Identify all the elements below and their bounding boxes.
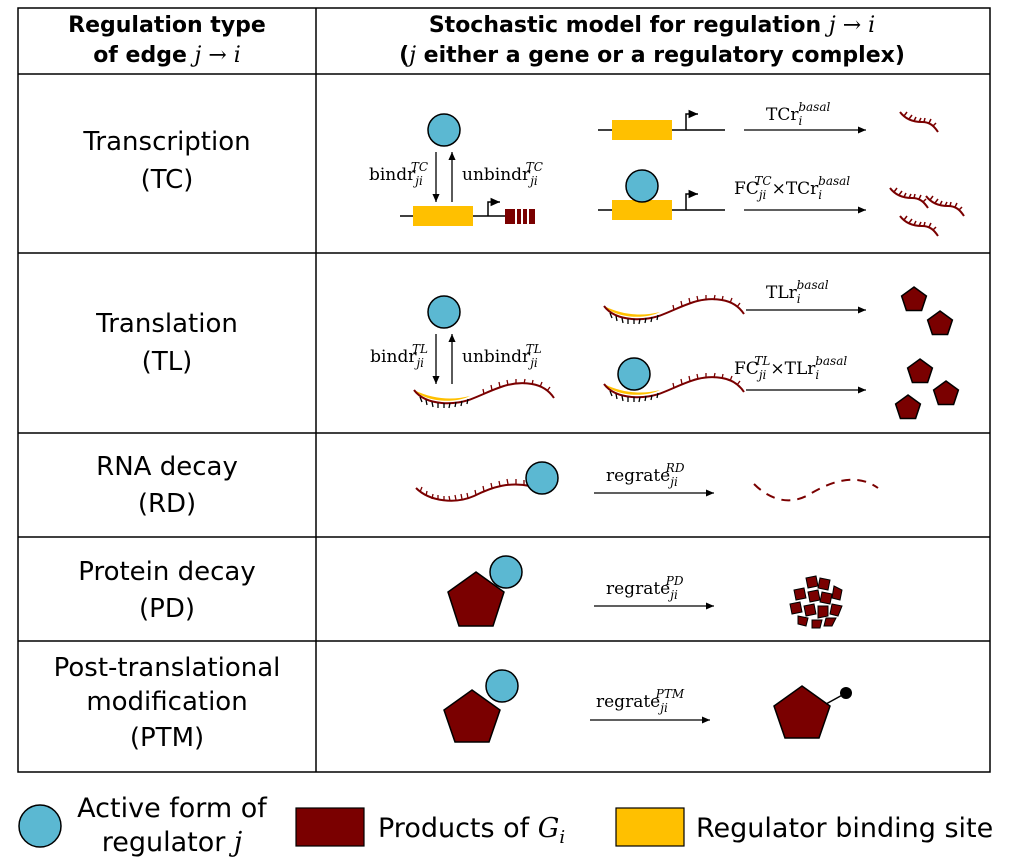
protein-icon <box>926 310 954 336</box>
rate-tc-fc: FCjiTC×TCribasal <box>734 174 850 202</box>
gene-bound-icon <box>598 189 725 220</box>
header-col1-line1: Regulation type <box>68 13 266 38</box>
row-translation: Translation (TL) bindrjiTL unbindrjiTL T… <box>95 278 960 420</box>
modified-protein-icon <box>773 685 852 739</box>
mrna-icon <box>899 111 939 133</box>
rate-tc-basal: TCribasal <box>766 100 830 128</box>
protein-icon <box>443 689 501 743</box>
row-tl-abbr: (TL) <box>142 347 193 377</box>
legend-binding-site-swatch <box>615 807 685 847</box>
row-tl-name: Translation <box>95 309 238 339</box>
legend-regulator-icon <box>18 804 62 848</box>
regulator-icon <box>489 555 523 589</box>
table-header: Regulation type of edge j → i Stochastic… <box>68 13 905 68</box>
rate-bind-tc: bindrjiTC <box>369 160 428 188</box>
regulator-icon <box>427 295 461 329</box>
legend-products-swatch <box>295 807 365 847</box>
header-col2-prefix: Stochastic model for regulation <box>429 13 829 38</box>
mrna-binding-site-icon <box>413 378 555 409</box>
row-protein-decay: Protein decay (PD) regratejiPD <box>78 555 843 629</box>
protein-icon <box>447 571 505 627</box>
regulator-bound-icon <box>625 169 659 203</box>
rate-pd: regratejiPD <box>606 574 684 602</box>
mrna-icon <box>889 187 929 209</box>
mrna-icon <box>899 215 939 237</box>
row-ptm-abbr: (PTM) <box>130 723 204 753</box>
header-col1-math: j → i <box>190 43 241 68</box>
header-col2-line1: Stochastic model for regulation j → i <box>429 13 875 38</box>
rate-rd: regratejiRD <box>606 461 685 489</box>
header-col1-prefix: of edge <box>93 43 194 68</box>
protein-icon <box>894 394 922 420</box>
table-grid <box>17 7 991 773</box>
legend: Active form of regulator j Products of G… <box>18 793 993 858</box>
mrna-icon <box>925 195 965 217</box>
row-transcription: Transcription (TC) bindrjiTC unbindrjiTC <box>82 100 965 237</box>
row-pd-abbr: (PD) <box>139 594 195 624</box>
legend-products-label: Products of Gi <box>378 813 565 848</box>
legend-regulator-line2: regulator j <box>102 827 243 858</box>
row-rd-abbr: (RD) <box>138 489 196 519</box>
row-rd-name: RNA decay <box>96 452 238 482</box>
regulator-bound-icon <box>617 357 651 391</box>
rate-tl-basal: TLribasal <box>766 278 829 306</box>
header-col2-math: j → i <box>824 13 875 38</box>
regulator-icon <box>525 461 559 495</box>
row-tc-name: Transcription <box>82 127 250 157</box>
gene-icon <box>400 197 535 226</box>
protein-icon <box>906 358 934 384</box>
protein-icon <box>900 286 928 312</box>
rate-unbind-tl: unbindrjiTL <box>462 342 542 370</box>
rate-ptm: regratejiPTM <box>596 687 685 715</box>
legend-binding-site-label: Regulator binding site <box>696 813 993 844</box>
mrna-icon <box>415 478 531 502</box>
header-col2-line2: (j either a gene or a regulatory complex… <box>399 43 905 68</box>
row-ptm: Post-translational modification (PTM) re… <box>54 653 852 753</box>
rate-bind-tl: bindrjiTL <box>370 342 428 370</box>
mrna-binding-site-icon <box>603 294 745 325</box>
row-pd-name: Protein decay <box>78 557 256 587</box>
header-col1-line2: of edge j → i <box>93 43 241 68</box>
regulator-icon <box>485 669 519 703</box>
protein-icon <box>932 380 960 406</box>
rate-unbind-tc: unbindrjiTC <box>462 160 543 188</box>
gene-unbound-icon <box>598 109 725 140</box>
row-rna-decay: RNA decay (RD) regratejiRD <box>96 452 879 519</box>
row-ptm-name-line2: modification <box>86 687 247 717</box>
degraded-mrna-icon <box>753 478 879 502</box>
row-ptm-name-line1: Post-translational <box>54 653 281 683</box>
header-col2-open: ( <box>399 43 409 68</box>
legend-regulator-line1: Active form of <box>77 793 268 824</box>
row-tc-abbr: (TC) <box>141 165 194 195</box>
regulator-icon <box>427 113 461 147</box>
header-col2-rest: either a gene or a regulatory complex) <box>416 43 905 68</box>
rate-tl-fc: FCjiTL×TLribasal <box>734 354 847 382</box>
degraded-protein-icon <box>789 575 843 629</box>
